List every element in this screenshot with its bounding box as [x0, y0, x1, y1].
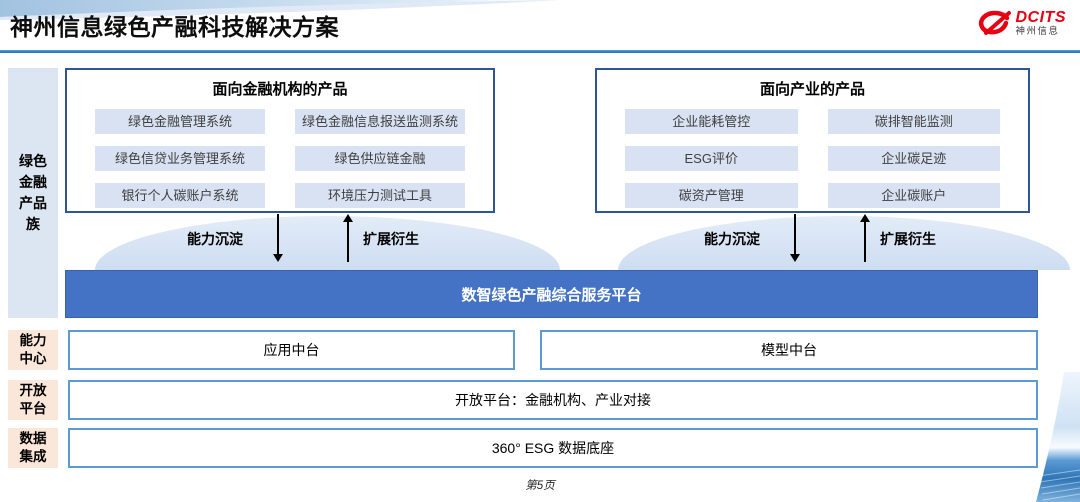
product-item: 企业碳账户: [827, 183, 1000, 208]
title-divider: [0, 50, 1080, 53]
down-arrow-icon: [790, 214, 800, 262]
esg-data-base-box: 360° ESG 数据底座: [68, 428, 1038, 468]
logo-text: DCITS 神州信息: [1015, 9, 1067, 37]
product-item: 绿色金融管理系统: [95, 109, 265, 134]
flow-label-extend-derive: 扩展衍生: [363, 231, 419, 247]
page-number: 第5页: [525, 480, 555, 492]
down-arrow-icon: [273, 214, 283, 262]
product-item: 企业能耗管控: [625, 109, 798, 134]
sidebar-data-integration: 数据集成: [8, 428, 58, 468]
product-item: 碳资产管理: [625, 183, 798, 208]
page-title: 神州信息绿色产融科技解决方案: [10, 14, 339, 40]
flow-label-extend-derive: 扩展衍生: [880, 231, 936, 247]
corner-swoosh-icon: [1036, 372, 1080, 502]
sidebar-capability-center: 能力中心: [8, 330, 58, 370]
dome-decoration-left: [95, 216, 560, 270]
sidebar-data-integration-label: 数据集成: [19, 430, 47, 464]
sidebar-open-platform: 开放平台: [8, 380, 58, 420]
flow-label-capability-sink: 能力沉淀: [187, 231, 243, 247]
logo-brand: DCITS: [1015, 9, 1066, 26]
sidebar-product-family-label: 绿色金融产品族: [19, 153, 47, 232]
group-title: 面向产业的产品: [759, 81, 865, 98]
sidebar-capability-center-label: 能力中心: [19, 332, 47, 366]
platform-bar: 数智绿色产融综合服务平台: [65, 270, 1038, 318]
dcits-swirl-icon: [978, 11, 1011, 36]
dome-decoration-right: [618, 216, 1070, 270]
product-item: 绿色信贷业务管理系统: [95, 146, 265, 171]
product-item: 环境压力测试工具: [295, 183, 465, 208]
logo-brand-sub: 神州信息: [1015, 25, 1060, 37]
product-item: 企业碳足迹: [827, 146, 1000, 171]
product-item: 绿色供应链金融: [295, 146, 465, 171]
header-swoosh-icon: [0, 0, 560, 20]
product-item: 绿色金融信息报送监测系统: [295, 109, 465, 134]
up-arrow-icon: [860, 214, 870, 262]
group-box-industry-products: 面向产业的产品 企业能耗管控 碳排智能监测 ESG评价 企业碳足迹 碳资产管理 …: [595, 68, 1030, 213]
open-platform-box: 开放平台：金融机构、产业对接: [68, 380, 1038, 420]
product-grid: 绿色金融管理系统 绿色金融信息报送监测系统 绿色信贷业务管理系统 绿色供应链金融…: [67, 109, 493, 208]
flow-label-capability-sink: 能力沉淀: [704, 231, 760, 247]
app-middle-platform-box: 应用中台: [68, 330, 515, 370]
sidebar-open-platform-label: 开放平台: [19, 382, 47, 416]
product-item: ESG评价: [625, 146, 798, 171]
product-grid: 企业能耗管控 碳排智能监测 ESG评价 企业碳足迹 碳资产管理 企业碳账户: [597, 109, 1028, 208]
group-box-financial-products: 面向金融机构的产品 绿色金融管理系统 绿色金融信息报送监测系统 绿色信贷业务管理…: [65, 68, 495, 213]
product-item: 银行个人碳账户系统: [95, 183, 265, 208]
up-arrow-icon: [343, 214, 353, 262]
group-title: 面向金融机构的产品: [212, 81, 348, 98]
dcits-logo: DCITS 神州信息: [976, 9, 1067, 37]
sidebar-product-family: 绿色金融产品族: [8, 68, 58, 318]
model-middle-platform-box: 模型中台: [540, 330, 1038, 370]
product-item: 碳排智能监测: [827, 109, 1000, 134]
